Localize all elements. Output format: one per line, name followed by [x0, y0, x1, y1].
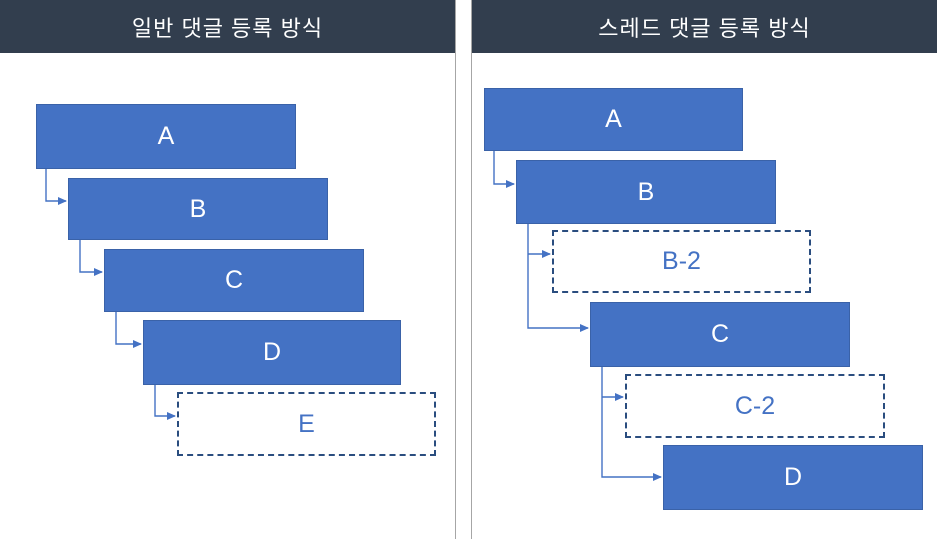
- right-box-d: D: [663, 445, 923, 510]
- panel-divider-line-1: [455, 0, 456, 539]
- right-box-a: A: [484, 88, 743, 151]
- right-panel-title: 스레드 댓글 등록 방식: [472, 0, 937, 53]
- left-box-d: D: [143, 320, 401, 385]
- left-box-a: A: [36, 104, 296, 169]
- left-box-c: C: [104, 249, 364, 312]
- right-box-b: B: [516, 160, 776, 224]
- connector-left-a-b: [45, 169, 67, 205]
- connector-left-b-c: [79, 240, 103, 276]
- left-box-b: B: [68, 178, 328, 240]
- right-box-c: C: [590, 302, 850, 367]
- connector-left-d-e: [154, 385, 176, 420]
- right-box-c-2: C-2: [625, 374, 885, 438]
- right-box-b-2: B-2: [552, 230, 811, 293]
- connector-right-a-b: [493, 151, 515, 188]
- connector-left-c-d: [115, 312, 142, 348]
- left-panel-title: 일반 댓글 등록 방식: [0, 0, 455, 53]
- left-box-e: E: [177, 392, 436, 456]
- panel-divider-line-2: [471, 0, 472, 539]
